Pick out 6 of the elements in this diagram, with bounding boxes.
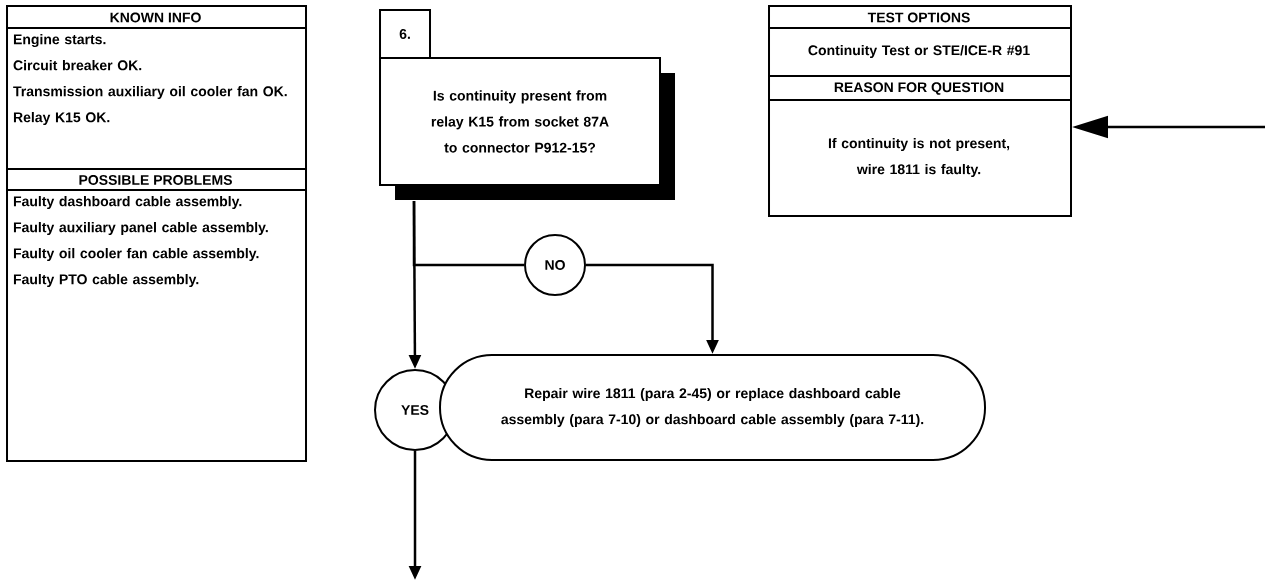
- question-box: Is continuity present from relay K15 from socket 87A to connector P912-15?: [379, 57, 675, 200]
- step-number-box: 6.: [379, 9, 431, 59]
- info-panel: TEST OPTIONS Continuity Test or STE/ICE-R #91: [767, 5, 1072, 77]
- info-panel: KNOWN INFO Engine starts. Circuit breaker OK. Transmission auxiliary oil cooler fan OK. Relay K15 OK.: [5, 5, 307, 170]
- info-panel: REASON FOR QUESTION If continuity is not present, wire 1811 is faulty.: [767, 75, 1072, 217]
- info-panel: POSSIBLE PROBLEMS Faulty dashboard cable assembly. Faulty auxiliary panel cable assembly. Faulty oil cooler fan cable assembly. Faulty PTO cable assembly.: [5, 168, 307, 462]
